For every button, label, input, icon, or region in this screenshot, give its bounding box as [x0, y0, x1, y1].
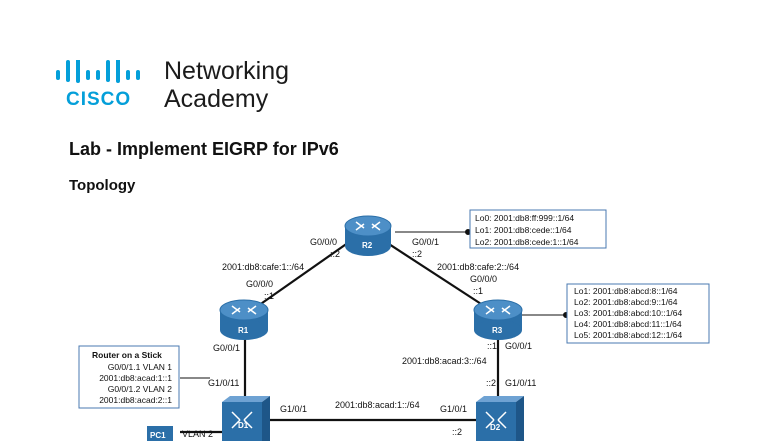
cisco-bars-icon [56, 60, 140, 83]
router-r2[interactable]: R2 [344, 215, 392, 256]
r2-g000-ip: ::2 [330, 249, 340, 259]
router-r1[interactable]: R1 [219, 299, 269, 340]
router-arrows-icon [231, 305, 257, 315]
r2-lo2: Lo2: 2001:db8:cede:1::1/64 [475, 237, 579, 247]
r1-g001-label: G0/0/1 [213, 343, 240, 353]
d2-g1011-ip: ::2 [486, 378, 496, 388]
networking-academy-logo: Networking CISCO Academy [56, 58, 316, 118]
link-r2-r3 [371, 232, 496, 314]
r3-g001-label: G0/0/1 [505, 341, 532, 351]
router-on-stick-line-4: 2001:db8:acad:2::1 [99, 395, 172, 405]
page-title: Lab - Implement EIGRP for IPv6 [69, 139, 339, 159]
d2-g101-label: G1/0/1 [440, 404, 467, 414]
r3-d2-network: 2001:db8:acad:3::/64 [402, 356, 487, 366]
label-r2: R2 [362, 241, 373, 250]
label-pc1: PC1 [150, 431, 166, 440]
switch-d2[interactable]: D2 [476, 396, 524, 441]
switch-d1[interactable]: D1 [222, 396, 270, 441]
r3-lo2: Lo2: 2001:db8:abcd:9::1/64 [574, 297, 678, 307]
r2-lo0: Lo0: 2001:db8:ff:999::1/64 [475, 213, 574, 223]
logo-academy-text: Academy [164, 85, 269, 113]
switch-arrows-icon [485, 411, 507, 429]
d1-d2-network: 2001:db8:acad:1::/64 [335, 400, 420, 410]
label-r3: R3 [492, 326, 503, 335]
router-on-stick-line-1: G0/0/1.1 VLAN 1 [108, 362, 173, 372]
r2-loopback-box: Lo0: 2001:db8:ff:999::1/64 Lo1: 2001:db8… [469, 209, 607, 249]
r3-g000-label: G0/0/0 [470, 274, 497, 284]
interface-labels: G0/0/0 ::2 G0/0/1 ::2 2001:db8:cafe:1::/… [182, 237, 536, 439]
router-on-stick-line-3: G0/0/1.2 VLAN 2 [108, 384, 173, 394]
d1-g1011-label: G1/0/11 [208, 378, 239, 388]
r2-r3-network: 2001:db8:cafe:2::/64 [437, 262, 519, 272]
label-d1: D1 [238, 421, 249, 430]
switch-arrows-icon [231, 411, 253, 429]
router-r3[interactable]: R3 [473, 299, 523, 340]
r2-lo1: Lo1: 2001:db8:cede::1/64 [475, 225, 572, 235]
r3-lo3: Lo3: 2001:db8:abcd:10::1/64 [574, 308, 683, 318]
pc-pc1[interactable]: PC1 [147, 426, 173, 441]
r2-g001-label: G0/0/1 [412, 237, 439, 247]
pc1-vlan-label: VLAN 2 [182, 429, 213, 439]
d2-g1011-label: G1/0/11 [505, 378, 536, 388]
link-r1-r2 [244, 232, 363, 316]
router-on-stick-line-2: 2001:db8:acad:1::1 [99, 373, 172, 383]
r2-g001-ip: ::2 [412, 249, 422, 259]
r3-lo1: Lo1: 2001:db8:abcd:8::1/64 [574, 286, 678, 296]
r3-loopback-box: Lo1: 2001:db8:abcd:8::1/64 Lo2: 2001:db8… [566, 283, 710, 344]
r3-lo5: Lo5: 2001:db8:abcd:12::1/64 [574, 330, 683, 340]
r3-g001-ip: ::1 [487, 341, 497, 351]
router-on-stick-heading: Router on a Stick [92, 350, 162, 360]
router-arrows-icon [355, 221, 381, 231]
label-d2: D2 [490, 423, 501, 432]
r1-g000-label: G0/0/0 [246, 279, 273, 289]
r2-g000-label: G0/0/0 [310, 237, 337, 247]
r3-lo4: Lo4: 2001:db8:abcd:11::1/64 [574, 319, 682, 329]
r1-g000-ip: ::1 [264, 291, 274, 301]
logo-networking-text: Networking [164, 57, 290, 85]
r3-g000-ip: ::1 [473, 286, 483, 296]
logo-cisco-text: CISCO [66, 89, 132, 110]
router-on-a-stick-box: Router on a Stick G0/0/1.1 VLAN 1 2001:d… [78, 345, 180, 409]
d2-g101-ip: ::2 [452, 427, 462, 437]
d1-g101-label: G1/0/1 [280, 404, 307, 414]
router-arrows-icon [485, 305, 511, 315]
section-title: Topology [69, 177, 136, 194]
r1-r2-network: 2001:db8:cafe:1::/64 [222, 262, 304, 272]
label-r1: R1 [238, 326, 249, 335]
